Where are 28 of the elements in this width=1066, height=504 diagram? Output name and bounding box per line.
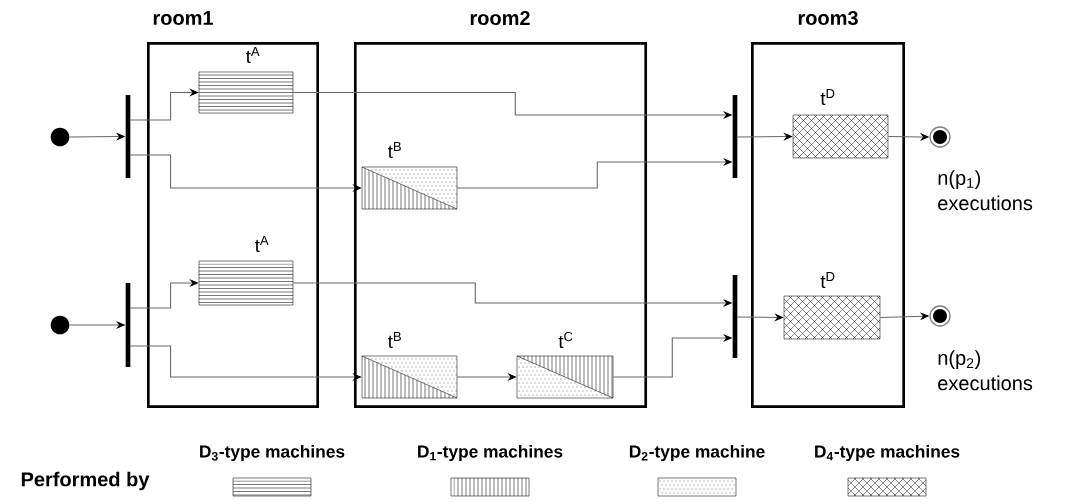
- task-box: t$^{D}$: [792, 88, 889, 159]
- end-circle: [929, 126, 951, 148]
- legend-text: D$_{1}$-type machines: [418, 444, 563, 462]
- node-label: t$^{B}$: [388, 331, 401, 349]
- task-box: t$^{A}$: [198, 235, 294, 306]
- node-label: t$^{A}$: [255, 235, 269, 253]
- legend-text: D$_{4}$-type machines: [815, 444, 960, 462]
- start-circle: [50, 315, 70, 335]
- node-label: room2: [470, 10, 530, 26]
- task-box: t$^{B}$: [361, 331, 458, 399]
- beside-text: n(p$_{2}$) executions: [938, 350, 1033, 391]
- node-label: t$^{B}$: [388, 141, 401, 159]
- node-label: t$^{D}$: [820, 88, 835, 106]
- end-circle: [929, 305, 951, 327]
- legend-text: D$_{2}$-type machine: [629, 444, 765, 462]
- task-box: t$^{B}$: [361, 141, 458, 210]
- beside-text: n(p$_{1}$) executions: [938, 170, 1033, 211]
- task-box: t$^{C}$: [516, 331, 614, 399]
- legend-text: D$_{3}$-type machines: [200, 444, 345, 462]
- task-box: t$^{A}$: [198, 46, 294, 114]
- node-label: t$^{A}$: [246, 46, 260, 64]
- node-label: room3: [798, 10, 858, 26]
- node-label: t$^{D}$: [820, 271, 835, 289]
- node-label: room1: [153, 11, 213, 25]
- start-circle: [50, 127, 70, 147]
- node-label: t$^{C}$: [558, 331, 573, 349]
- legend-heading: Performed by: [21, 471, 150, 491]
- task-box: t$^{D}$: [783, 271, 881, 340]
